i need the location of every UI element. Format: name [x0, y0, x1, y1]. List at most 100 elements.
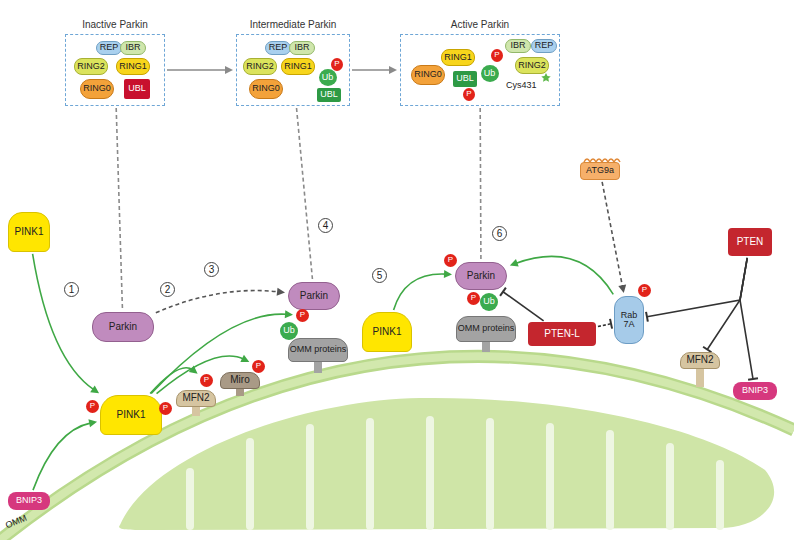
- connector-line: [479, 108, 481, 259]
- connector-line: [156, 291, 279, 313]
- state-box: Intermediate ParkinREPIBRRING2RING1RING0…: [236, 34, 350, 106]
- connector-line: [33, 254, 94, 390]
- connector: [510, 256, 613, 294]
- miro-stalk: [236, 388, 244, 396]
- miro-protein: Miro: [220, 372, 260, 389]
- pink1-protein: PINK1: [8, 212, 50, 252]
- connector: [602, 182, 626, 293]
- node-label: BNIP3: [16, 496, 42, 505]
- mfn2-protein: MFN2: [176, 390, 216, 407]
- ibr-domain: IBR: [120, 41, 146, 55]
- ubiquitin: Ub: [481, 65, 499, 82]
- ring1-domain: RING1: [441, 49, 475, 66]
- connector-line: [394, 274, 446, 310]
- omm-protein-stalk: [314, 361, 322, 373]
- arrowhead: [88, 419, 97, 427]
- connector: [394, 270, 452, 310]
- bnip3-protein: BNIP3: [733, 382, 777, 400]
- node-label: P: [163, 404, 168, 412]
- connector-line: [598, 324, 611, 327]
- mfn2-stalk: [696, 368, 704, 387]
- pink1-dimer: PINK1: [100, 395, 162, 435]
- connector-line: [151, 314, 287, 393]
- ring2-domain: RING2: [243, 58, 277, 75]
- connector: [116, 108, 122, 309]
- node-label: Ub: [322, 73, 334, 82]
- ring2-domain: RING2: [74, 58, 108, 75]
- connector: [297, 108, 313, 279]
- connector: [151, 310, 293, 393]
- connector: [480, 108, 482, 259]
- connector-line: [167, 69, 227, 71]
- ubiquitin: Ub: [280, 322, 298, 340]
- ring0-domain: RING0: [80, 79, 114, 99]
- arrowhead: [225, 66, 233, 74]
- node-label: RING1: [119, 62, 147, 71]
- phospho-mark: P: [638, 284, 651, 297]
- mfn2-stalk: [192, 406, 200, 416]
- phospho-mark: P: [331, 58, 343, 71]
- phospho-mark: P: [467, 292, 480, 305]
- node-label: Parkin: [109, 322, 137, 333]
- node-label: REP: [100, 43, 119, 52]
- callout-number: 6: [492, 226, 507, 241]
- connector: [156, 288, 285, 313]
- node-label: RING2: [518, 61, 546, 70]
- ubl-domain: UBL: [124, 79, 150, 99]
- connector: [740, 258, 758, 380]
- ring2-domain: RING2: [515, 57, 549, 74]
- node-label: P: [334, 60, 339, 68]
- ubl-domain: UBL: [317, 88, 341, 102]
- parkin-protein: Parkin: [288, 282, 340, 310]
- node-label: P: [90, 402, 95, 410]
- arrowhead: [389, 66, 397, 74]
- node-label: P: [204, 376, 209, 384]
- node-label: PINK1: [15, 227, 44, 238]
- phospho-mark: P: [491, 49, 503, 62]
- callout-number: 4: [318, 218, 333, 233]
- node-label: UBL: [128, 84, 146, 93]
- inhibition-bar: [646, 312, 648, 322]
- node-label: RING0: [252, 84, 280, 93]
- node-label: P: [466, 90, 471, 98]
- callout-number: 5: [372, 268, 387, 283]
- phospho-mark: P: [200, 374, 213, 387]
- phospho-mark: P: [252, 360, 265, 373]
- state-heading: Active Parkin: [451, 19, 509, 30]
- cysteine-star: [541, 73, 550, 82]
- node-label: Rab 7A: [615, 311, 643, 330]
- mitochondrial-matrix: [119, 398, 774, 530]
- node-label: Miro: [230, 375, 249, 386]
- connector: [33, 254, 99, 393]
- node-label: P: [471, 294, 476, 302]
- inhibition-bar: [748, 378, 758, 380]
- connector: [598, 319, 612, 329]
- connector-line: [515, 256, 613, 294]
- state-heading: Inactive Parkin: [82, 19, 148, 30]
- omm-protein-stalk: [482, 341, 490, 352]
- arrowhead: [277, 288, 285, 296]
- node-label: ATG9a: [586, 166, 614, 175]
- node-label: Ub: [483, 297, 495, 306]
- node-label: Parkin: [467, 271, 495, 282]
- ubl-domain: UBL: [453, 71, 477, 87]
- arrowhead: [285, 310, 293, 318]
- node-label: MFN2: [182, 393, 209, 404]
- pten-protein: PTEN-L: [528, 322, 596, 346]
- node-label: P: [642, 286, 647, 294]
- omm-protein: OMM proteins: [456, 316, 516, 342]
- node-label: REP: [269, 43, 288, 52]
- phospho-mark: P: [444, 254, 457, 267]
- rep-domain: REP: [96, 41, 122, 55]
- outer-membrane: [0, 356, 794, 540]
- node-label: OMM proteins: [458, 324, 515, 333]
- connector-line: [116, 108, 122, 309]
- connector-line: [602, 182, 622, 287]
- node-label: IBR: [510, 41, 525, 50]
- arrowhead: [510, 259, 519, 267]
- node-label: OMM proteins: [290, 345, 347, 354]
- rep-domain: REP: [265, 41, 291, 55]
- arrowhead: [90, 386, 99, 394]
